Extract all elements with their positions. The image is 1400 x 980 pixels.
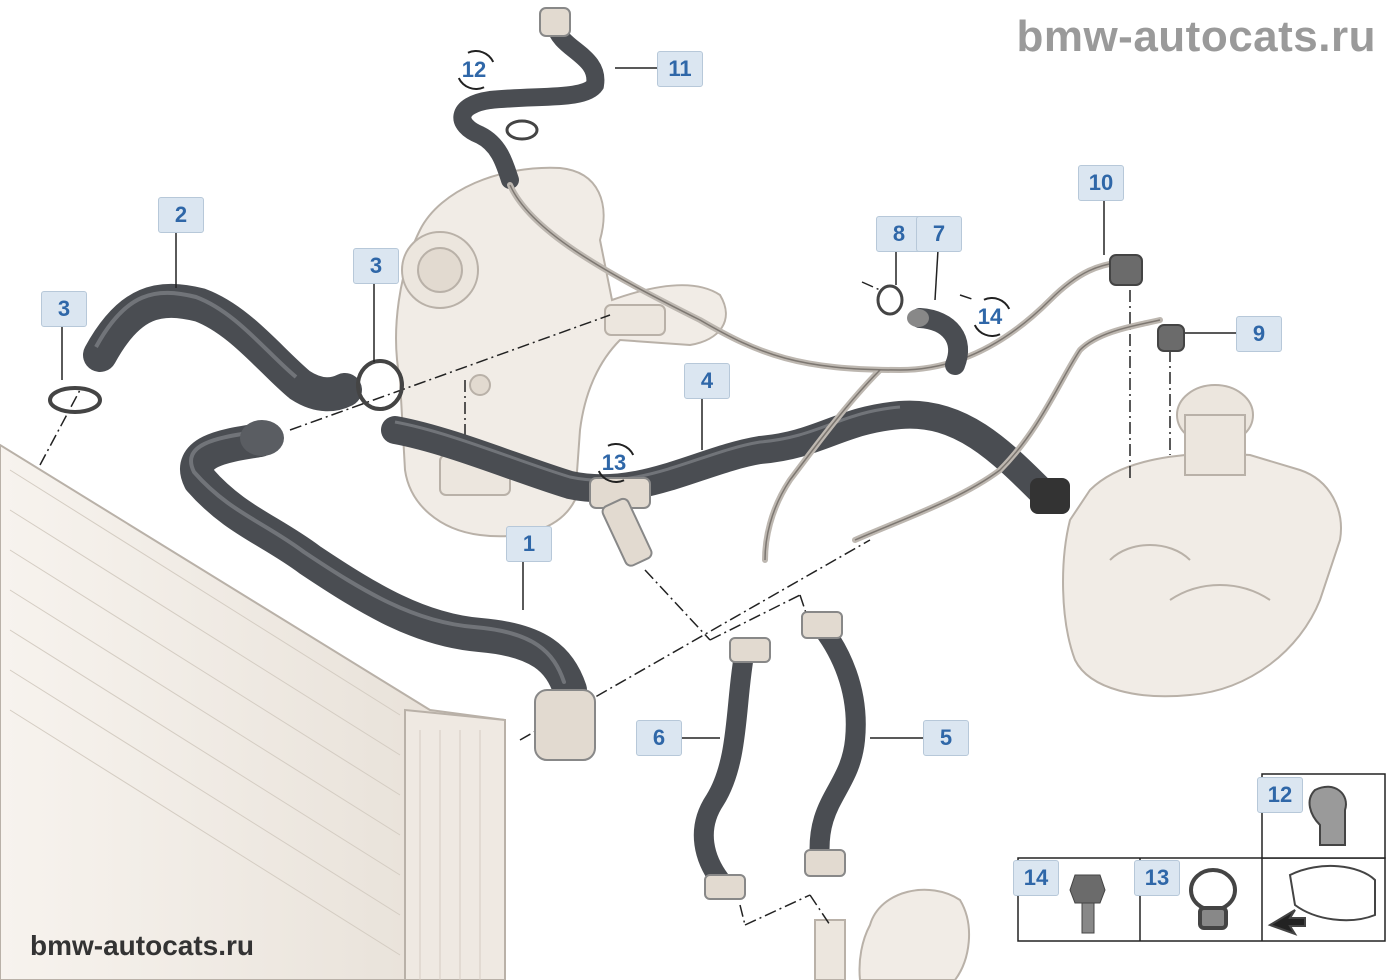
hose-5 [801,611,866,877]
callout-4[interactable]: 4 [684,363,730,399]
connector-10 [1109,254,1143,286]
callout-3-center[interactable]: 3 [353,248,399,284]
clamp-3-left [48,386,102,414]
callout-13[interactable]: 13 [592,446,636,480]
hose-1 [180,420,596,761]
legend-callout-13[interactable]: 13 [1134,860,1180,896]
callout-leaders [61,67,1238,739]
connector-9 [1157,324,1185,352]
callout-3-left[interactable]: 3 [41,291,87,327]
watermark-top: bmw-autocats.ru [1016,12,1376,61]
callout-14[interactable]: 14 [968,300,1012,334]
o-ring-8 [876,284,904,316]
legend-callout-14[interactable]: 14 [1013,860,1059,896]
location-icon [1267,864,1376,936]
legend-callout-12[interactable]: 12 [1257,777,1303,813]
coolant-pipes-outline [509,184,1161,561]
callout-10[interactable]: 10 [1078,165,1124,201]
hose-2 [83,283,362,412]
callout-12[interactable]: 12 [452,53,496,87]
callout-1[interactable]: 1 [506,526,552,562]
radiator [0,443,506,980]
callout-5[interactable]: 5 [923,720,969,756]
callout-7[interactable]: 7 [916,216,962,252]
expansion-tank [1062,384,1342,698]
callout-9[interactable]: 9 [1236,316,1282,352]
callout-11[interactable]: 11 [657,51,703,87]
hose-6 [693,637,771,900]
callout-2[interactable]: 2 [158,197,204,233]
hose-7 [907,308,969,375]
hose-4 [381,400,1070,514]
callout-8[interactable]: 8 [876,216,922,252]
hose-11 [453,7,605,189]
clamp-3-center [356,359,404,411]
watermark-bottom: bmw-autocats.ru [30,930,255,961]
t-piece [589,477,653,567]
bolt-icon [1069,874,1106,934]
callout-6[interactable]: 6 [636,720,682,756]
clamp-icon [1189,868,1237,930]
holder-clip-icon [1308,785,1347,846]
lower-heat-exchanger [814,888,971,980]
